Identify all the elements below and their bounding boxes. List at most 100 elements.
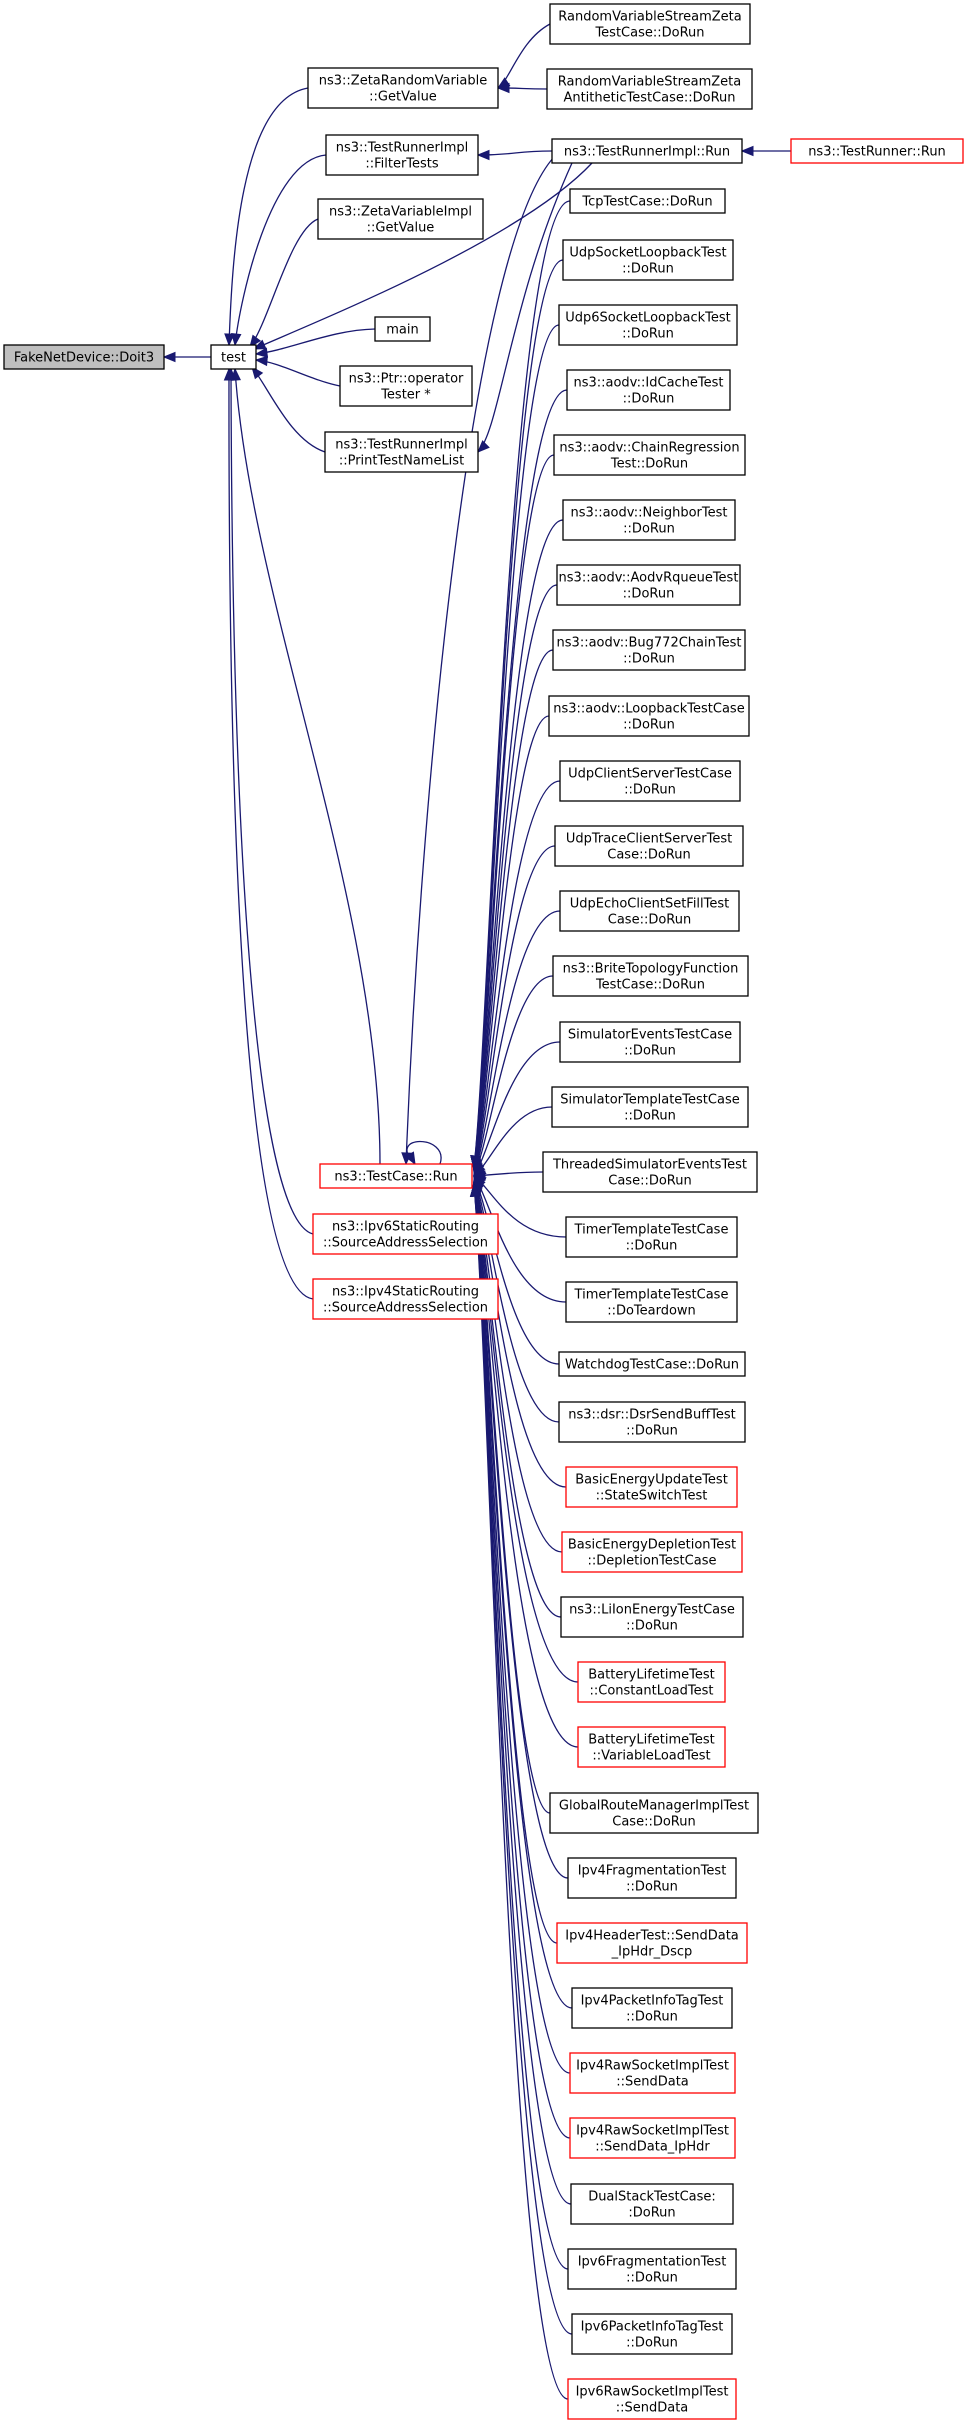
node-label-line: Tester * (380, 388, 431, 403)
edge-trimplrun-to-tcrun (401, 156, 555, 1166)
node-label-line: ns3::Ptr::operator (349, 372, 464, 387)
node-label-line: SimulatorEventsTestCase (568, 1028, 732, 1043)
node-ipv6static[interactable]: ns3::Ipv6StaticRouting::SourceAddressSel… (312, 1213, 499, 1255)
node-aodvloop[interactable]: ns3::aodv::LoopbackTestCase::DoRun (548, 695, 750, 737)
node-timer1[interactable]: TimerTemplateTestCase::DoRun (565, 1216, 738, 1258)
node-trrun[interactable]: ns3::TestRunner::Run (790, 138, 964, 164)
node-label-line: UdpSocketLoopbackTest (569, 246, 726, 261)
node-label-line: TcpTestCase::DoRun (581, 195, 712, 210)
node-ipv4static[interactable]: ns3::Ipv4StaticRouting::SourceAddressSel… (312, 1278, 499, 1320)
node-udp6loop[interactable]: Udp6SocketLoopbackTest::DoRun (558, 304, 738, 346)
node-box (549, 3, 751, 45)
node-tcp[interactable]: TcpTestCase::DoRun (569, 188, 726, 214)
node-fake[interactable]: FakeNetDevice::Doit3 (3, 344, 165, 370)
node-label-line: ns3::Ipv4StaticRouting (332, 1285, 479, 1300)
node-batt2[interactable]: BatteryLifetimeTest::VariableLoadTest (577, 1726, 726, 1768)
node-printlist[interactable]: ns3::TestRunnerImpl::PrintTestNameList (324, 431, 479, 473)
node-aodvneigh[interactable]: ns3::aodv::NeighborTest::DoRun (562, 499, 736, 541)
node-udploop[interactable]: UdpSocketLoopbackTest::DoRun (562, 239, 734, 281)
node-label-line: BasicEnergyUpdateTest (575, 1473, 728, 1488)
node-label-line: ::DoRun (622, 327, 674, 342)
node-watchdog[interactable]: WatchdogTestCase::DoRun (558, 1351, 746, 1377)
node-label-line: UdpClientServerTestCase (568, 767, 732, 782)
node-label-line: ns3::aodv::LoopbackTestCase (553, 702, 744, 717)
node-label-line: ::SendData (616, 2401, 689, 2416)
node-simev[interactable]: SimulatorEventsTestCase::DoRun (559, 1021, 741, 1063)
node-liion[interactable]: ns3::LiIonEnergyTestCase::DoRun (560, 1596, 744, 1638)
edge-ipv4static-to-test (223, 367, 314, 1300)
node-tcrun[interactable]: ns3::TestCase::Run (319, 1163, 473, 1189)
node-aodvid[interactable]: ns3::aodv::IdCacheTest::DoRun (566, 369, 731, 411)
node-bed[interactable]: BasicEnergyDepletionTest::DepletionTestC… (561, 1531, 743, 1573)
node-trimplrun[interactable]: ns3::TestRunnerImpl::Run (551, 138, 743, 164)
node-label-line: ::DoRun (624, 1044, 676, 1059)
node-label-line: ::DoRun (624, 1109, 676, 1124)
node-label-line: ::DoRun (623, 522, 675, 537)
edge-aodvchain-to-tcrun (470, 454, 555, 1171)
edge-trimplrun-to-filter (476, 149, 553, 161)
node-box (339, 365, 473, 407)
node-label-line: ns3::ZetaRandomVariable (319, 74, 487, 89)
node-ipv6frag[interactable]: Ipv6FragmentationTest::DoRun (567, 2248, 737, 2290)
node-aodvrq[interactable]: ns3::aodv::AodvRqueueTest::DoRun (556, 564, 741, 606)
node-ipv4raw2[interactable]: Ipv4RawSocketImplTest::SendData_IpHdr (569, 2117, 736, 2159)
node-label-line: ns3::TestRunner::Run (808, 145, 946, 160)
node-zetaGet[interactable]: ns3::ZetaRandomVariable::GetValue (307, 67, 499, 109)
node-label-line: Case::DoRun (612, 1815, 695, 1830)
node-box (566, 369, 731, 411)
node-box (569, 188, 726, 214)
node-label-line: FakeNetDevice::Doit3 (14, 351, 154, 366)
edge-tcrun-to-test (230, 367, 381, 1165)
node-box (553, 434, 746, 476)
node-label-line: BatteryLifetimeTest (588, 1668, 715, 1683)
node-box (325, 134, 479, 176)
edge-rvs1-to-zetaget (496, 23, 551, 89)
node-ipv4raw1[interactable]: Ipv4RawSocketImplTest::SendData (569, 2052, 736, 2094)
node-ipv6pit[interactable]: Ipv6PacketInfoTagTest::DoRun (571, 2313, 733, 2355)
node-aodvbug[interactable]: ns3::aodv::Bug772ChainTest::DoRun (552, 629, 746, 671)
node-udpcs[interactable]: UdpClientServerTestCase::DoRun (559, 760, 741, 802)
node-label-line: ns3::ZetaVariableImpl (329, 205, 472, 220)
node-batt1[interactable]: BatteryLifetimeTest::ConstantLoadTest (577, 1661, 726, 1703)
node-label-line: BatteryLifetimeTest (588, 1733, 715, 1748)
node-rvs2[interactable]: RandomVariableStreamZetaAntitheticTestCa… (546, 68, 753, 110)
node-label-line: ::DoRun (626, 2336, 678, 2351)
node-label-line: ns3::TestCase::Run (334, 1170, 457, 1185)
node-box (567, 1857, 737, 1899)
node-label-line: TestCase::DoRun (594, 26, 704, 41)
edge-main-to-test (254, 328, 376, 358)
node-label-line: Ipv6FragmentationTest (578, 2255, 727, 2270)
node-main[interactable]: main (374, 316, 431, 342)
node-ipv4hdr[interactable]: Ipv4HeaderTest::SendData_IpHdr_Dscp (556, 1922, 748, 1964)
node-dualstack[interactable]: DualStackTestCase::DoRun (570, 2183, 734, 2225)
edge-ptrop-to-test (254, 355, 341, 387)
node-ipv4pit[interactable]: Ipv4PacketInfoTagTest::DoRun (571, 1987, 733, 2029)
edge-ipv6static-to-test (225, 367, 314, 1235)
node-beu[interactable]: BasicEnergyUpdateTest::StateSwitchTest (565, 1466, 738, 1508)
node-simtpl[interactable]: SimulatorTemplateTestCase::DoRun (551, 1086, 749, 1128)
node-box (312, 1213, 499, 1255)
node-box (790, 138, 964, 164)
node-test[interactable]: test (210, 344, 257, 370)
node-dsr[interactable]: ns3::dsr::DsrSendBuffTest::DoRun (558, 1401, 746, 1443)
node-box (562, 499, 736, 541)
node-timer2[interactable]: TimerTemplateTestCase::DoTeardown (565, 1281, 738, 1323)
node-ipv4frag[interactable]: Ipv4FragmentationTest::DoRun (567, 1857, 737, 1899)
node-label-line: Udp6SocketLoopbackTest (565, 311, 730, 326)
node-zetaImpl[interactable]: ns3::ZetaVariableImpl::GetValue (317, 198, 484, 240)
node-label-line: Ipv6RawSocketImplTest (576, 2385, 729, 2400)
node-box (556, 1922, 748, 1964)
node-ipv6raw[interactable]: Ipv6RawSocketImplTest::SendData (567, 2378, 737, 2420)
node-label-line: ::DoRun (624, 783, 676, 798)
node-box (569, 2117, 736, 2159)
node-brite[interactable]: ns3::BriteTopologyFunctionTestCase::DoRu… (552, 955, 749, 997)
node-filter[interactable]: ns3::TestRunnerImpl::FilterTests (325, 134, 479, 176)
node-label-line: ::GetValue (367, 221, 435, 236)
